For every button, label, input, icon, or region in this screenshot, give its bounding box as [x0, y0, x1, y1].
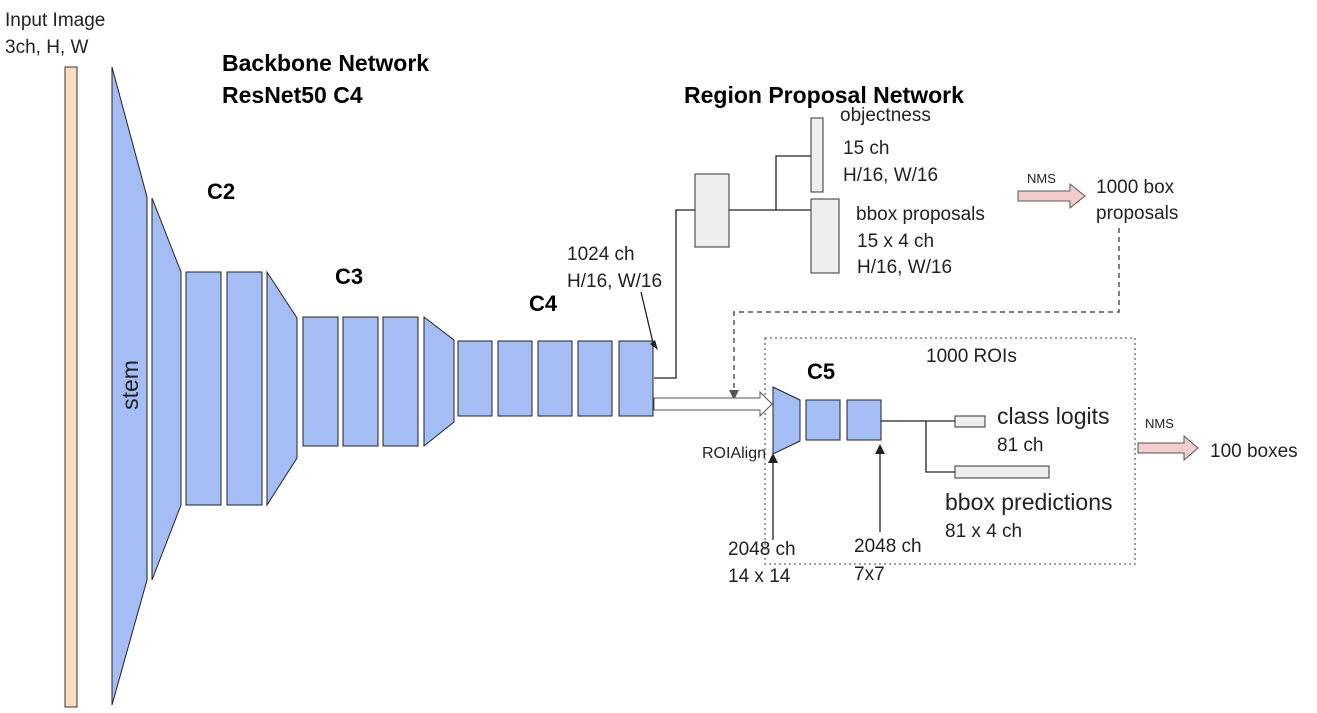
backbone-title-line1: Backbone Network [222, 50, 429, 76]
bbox-proposals-dims: H/16, W/16 [857, 257, 952, 278]
objectness-block [810, 117, 824, 193]
c4-features-arrow [653, 390, 773, 418]
rpn-conv-block [694, 173, 730, 248]
backbone-title-line2: ResNet50 C4 [222, 82, 363, 108]
objectness-ch: 15 ch [843, 138, 889, 159]
c4-out-ch: 1024 ch [567, 244, 635, 265]
c5-block-2 [846, 399, 882, 441]
c5-out-ch: 2048 ch [854, 536, 922, 557]
stem-label: stem [117, 360, 143, 410]
roialign-block [772, 386, 801, 455]
c2-block-2 [226, 271, 263, 506]
proposals-line2: proposals [1096, 203, 1178, 224]
c4-block-1 [457, 340, 493, 417]
rpn-title: Region Proposal Network [684, 82, 964, 108]
input-image-dims: 3ch, H, W [5, 37, 88, 58]
objectness-dims: H/16, W/16 [843, 165, 938, 186]
input-image-bar [64, 66, 78, 708]
roialign-in-ch: 2048 ch [728, 539, 796, 560]
c5-out-dims: 7x7 [854, 564, 885, 585]
c3-label: C3 [335, 264, 363, 289]
roi-head-frame [764, 337, 1136, 565]
bbox-pred-block [954, 465, 1050, 479]
bbox-pred-label: bbox predictions [945, 489, 1113, 515]
stem-block [111, 66, 148, 706]
rpn-to-objectness [775, 155, 811, 210]
c2-label: C2 [207, 179, 235, 204]
proposals-line1: 1000 box [1096, 177, 1175, 198]
roialign-label: ROIAlign [702, 445, 766, 462]
proposals-dashed-head [729, 390, 739, 400]
c4-to-rpn-line [654, 209, 695, 379]
c4-label: C4 [529, 291, 558, 316]
c5-block-1 [805, 399, 841, 441]
c4-block-3 [537, 340, 573, 417]
final-nms-label: NMS [1145, 416, 1174, 431]
c4-block-4 [577, 340, 613, 417]
c5-out-pointer-head [875, 444, 885, 454]
c5-label: C5 [807, 359, 835, 384]
c4-block-5 [618, 340, 654, 417]
class-logits-ch: 81 ch [997, 435, 1043, 456]
c3-block-2 [342, 316, 379, 447]
rois-label: 1000 ROIs [926, 346, 1017, 367]
rpn-nms-label: NMS [1027, 171, 1056, 186]
c4-out-dims: H/16, W/16 [567, 271, 662, 292]
heads-branch-line [925, 421, 955, 473]
bbox-proposals-block [810, 198, 840, 274]
input-image-title: Input Image [5, 10, 105, 31]
c4-out-pointer [640, 291, 655, 348]
final-output-label: 100 boxes [1210, 441, 1298, 462]
rpn-nms-arrow [1017, 182, 1086, 210]
roialign-in-pointer-head [768, 453, 778, 463]
bbox-pred-ch: 81 x 4 ch [945, 521, 1022, 542]
proposals-dashed-path [733, 228, 1120, 392]
c4-block-2 [497, 340, 533, 417]
c2-transition [151, 197, 182, 581]
objectness-label: objectness [840, 105, 931, 126]
final-nms-arrow [1137, 434, 1199, 462]
roialign-in-dims: 14 x 14 [728, 566, 791, 587]
class-logits-block [954, 415, 986, 428]
c4-transition [423, 315, 455, 448]
class-logits-label: class logits [997, 403, 1109, 429]
bbox-proposals-label: bbox proposals [856, 204, 985, 225]
bbox-proposals-ch: 15 x 4 ch [857, 231, 934, 252]
c3-block-1 [302, 316, 339, 447]
c2-block-1 [185, 271, 222, 506]
c3-block-3 [382, 316, 419, 447]
c3-transition [266, 270, 298, 507]
c4-out-pointer-head [650, 340, 658, 350]
